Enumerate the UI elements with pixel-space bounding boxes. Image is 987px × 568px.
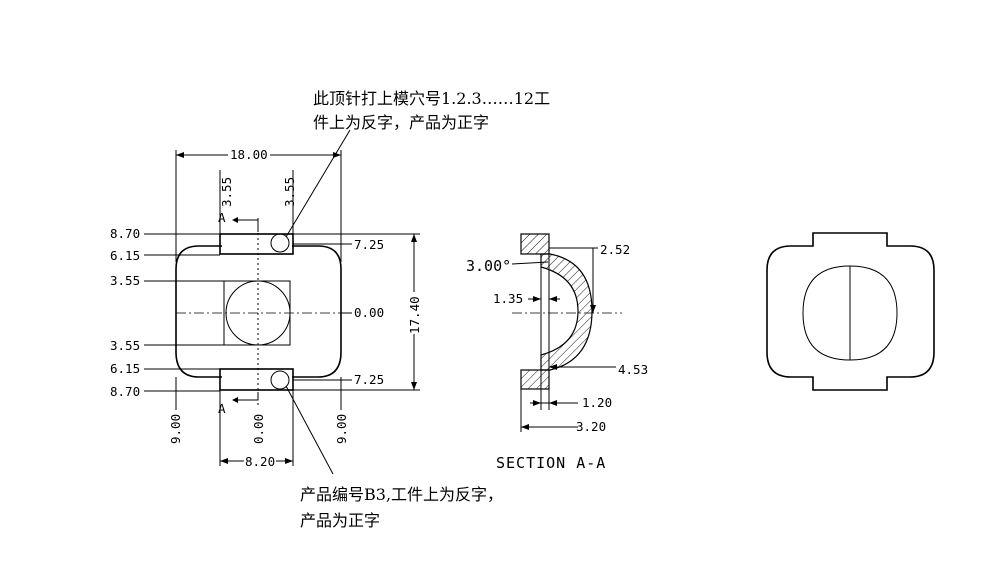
note-top-line1: 此顶针打上模穴号1.2.3……12工 (313, 89, 550, 108)
arrowhead (220, 458, 228, 464)
right-dim-bottom: 7.25 (354, 372, 384, 387)
arrowhead (533, 400, 541, 406)
profile-view (766, 232, 935, 391)
dim-bg (407, 292, 421, 334)
bottom-width-dim: 8.20 (245, 454, 275, 469)
section-dim-left: 1.35 (493, 291, 523, 306)
section-dim-top-right: 2.52 (600, 242, 630, 257)
arrowhead (285, 458, 293, 464)
arrowhead (549, 296, 557, 302)
section-title: SECTION A-A (496, 454, 606, 472)
section-dim-bottom2: 3.20 (576, 419, 606, 434)
arrowhead (232, 217, 238, 223)
left-dim-1: 8.70 (110, 226, 140, 241)
note-bottom-line2: 产品为正字 (300, 511, 380, 530)
arrowhead (411, 234, 417, 242)
left-dim-5: 6.15 (110, 361, 140, 376)
ejector-pin-top (270, 233, 290, 253)
section-dim-bottom1: 1.20 (582, 395, 612, 410)
left-dim-6: 8.70 (110, 384, 140, 399)
right-dim-center: 0.00 (354, 305, 384, 320)
left-dim-3: 3.55 (110, 273, 140, 288)
bottom-center-dim: 0.00 (251, 414, 266, 444)
section-mark-bottom: A (218, 401, 226, 416)
top-tab (219, 233, 294, 255)
arrowhead (521, 424, 529, 430)
section-view: 3.00° 2.52 1.35 4.53 1.20 3.20 SECTION A… (466, 233, 648, 472)
note-leader-top (285, 129, 351, 238)
plan-outline (175, 245, 342, 378)
dim-bg (244, 454, 276, 468)
leader (511, 261, 549, 265)
section-dome-wall (540, 253, 593, 371)
arrowhead (533, 296, 541, 302)
section-top-flange (520, 233, 550, 255)
section-angle: 3.00° (466, 257, 511, 275)
section-arrow-bottom (238, 392, 259, 401)
top-right-offset: 3.55 (282, 177, 297, 207)
arrowhead (549, 364, 557, 370)
arrowhead (549, 400, 557, 406)
left-dim-2: 6.15 (110, 248, 140, 263)
arrowhead (333, 152, 341, 158)
dim-bg (228, 147, 270, 162)
note-bottom-line1: 产品编号B3,工件上为反字， (300, 485, 503, 504)
section-dim-lower-right: 4.53 (618, 362, 648, 377)
arrowhead (590, 305, 596, 313)
section-arrow-top (238, 219, 259, 232)
bottom-left-dim: 9.00 (168, 414, 183, 444)
plan-view: A A 18.00 3.55 3.55 8.70 6.15 3.55 3.55 … (110, 129, 422, 475)
section-bottom-flange (520, 369, 550, 390)
note-top-line2: 件上为反字，产品为正字 (313, 113, 489, 132)
right-dim-top: 7.25 (354, 237, 384, 252)
width-dim: 18.00 (230, 147, 268, 162)
bottom-tab (219, 368, 294, 391)
arrowhead (232, 397, 238, 403)
bottom-right-dim: 9.00 (334, 414, 349, 444)
height-dim: 17.40 (407, 296, 422, 334)
ejector-pin-bottom (270, 370, 290, 390)
section-mark-top: A (218, 210, 226, 225)
note-leader-bottom (285, 385, 334, 475)
left-dim-4: 3.55 (110, 338, 140, 353)
arrowhead (411, 382, 417, 390)
profile-outline (766, 232, 935, 391)
top-left-offset: 3.55 (219, 177, 234, 207)
arrowhead (176, 152, 184, 158)
